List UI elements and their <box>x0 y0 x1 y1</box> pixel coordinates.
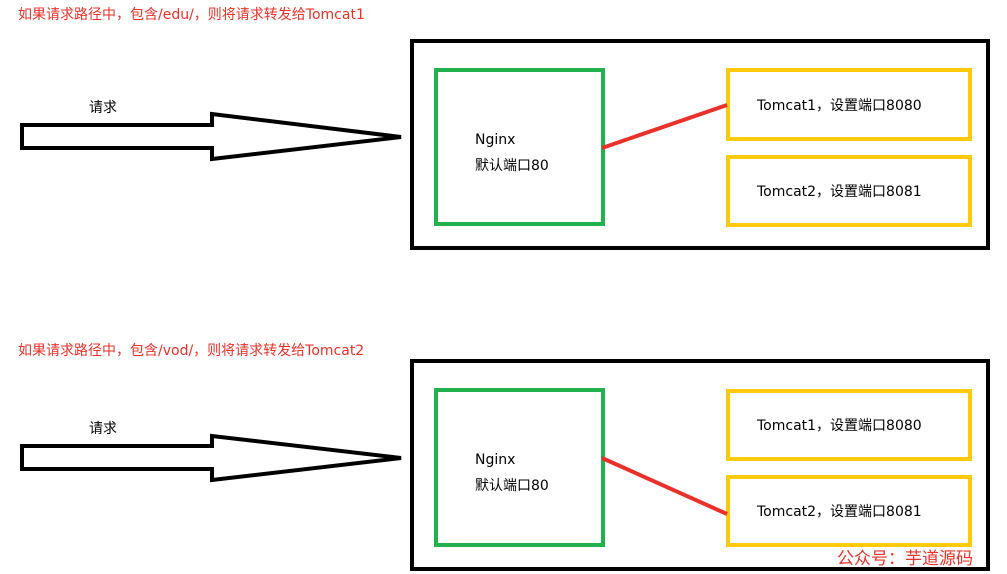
diagram-2-route-line <box>601 456 728 516</box>
diagram-2-tomcat2-box: Tomcat2，设置端口8081 <box>726 475 972 547</box>
diagram-2-request-arrow <box>20 433 402 483</box>
diagram-2-caption: 如果请求路径中，包含/vod/，则将请求转发给Tomcat2 <box>18 343 365 359</box>
diagram-2-nginx-port: 默认端口80 <box>475 478 549 494</box>
diagram-2-request-label: 请求 <box>89 421 117 437</box>
diagram-1-server-frame <box>410 39 990 250</box>
diagram-1-nginx-name: Nginx <box>475 132 516 148</box>
diagram-1-tomcat2-label: Tomcat2，设置端口8081 <box>757 184 922 200</box>
diagram-1-route-line <box>601 103 728 150</box>
diagram-2-tomcat1-label: Tomcat1，设置端口8080 <box>757 418 922 434</box>
diagram-1-tomcat1-label: Tomcat1，设置端口8080 <box>757 97 922 114</box>
diagram-2-tomcat1-box: Tomcat1，设置端口8080 <box>726 389 972 461</box>
diagram-2-server-frame <box>410 359 990 571</box>
diagram-2-tomcat2-label: Tomcat2，设置端口8081 <box>757 504 922 520</box>
diagram-1-caption: 如果请求路径中，包含/edu/，则将请求转发给Tomcat1 <box>18 7 365 23</box>
diagram-1-nginx-port: 默认端口80 <box>475 158 549 174</box>
watermark-text: 公众号：芋道源码 <box>837 549 973 569</box>
diagram-2-nginx-name: Nginx <box>475 452 516 468</box>
diagram-1-request-label: 请求 <box>89 100 117 116</box>
diagram-1-request-arrow <box>20 111 402 162</box>
diagram-1-tomcat2-box: Tomcat2，设置端口8081 <box>726 155 972 227</box>
diagram-1-tomcat1-box: Tomcat1，设置端口8080 <box>726 68 972 141</box>
diagram-2-nginx-box: Nginx 默认端口80 <box>434 388 605 547</box>
